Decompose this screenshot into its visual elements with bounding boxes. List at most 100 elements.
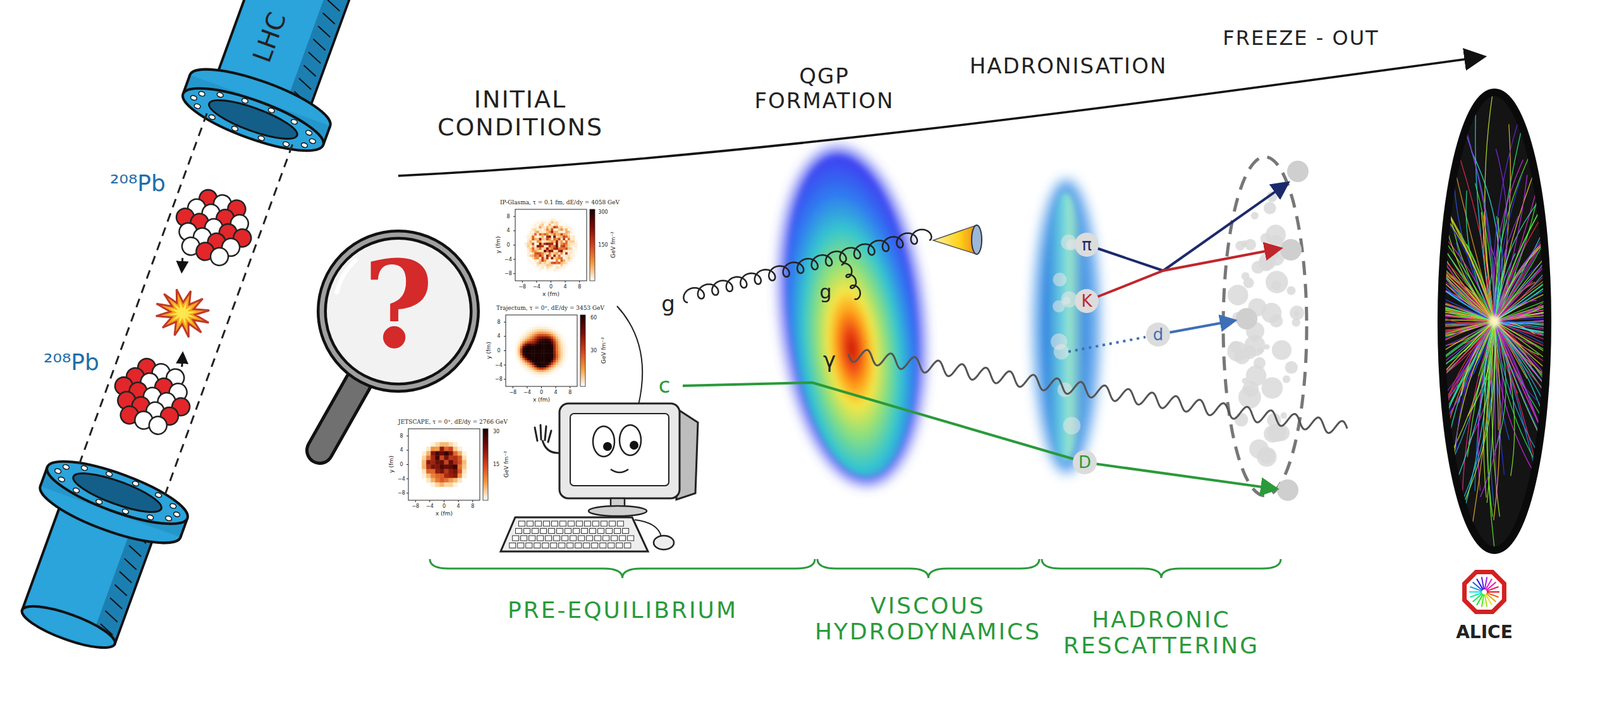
heatmap-cell [543, 223, 547, 227]
heatmap-cell [539, 249, 542, 253]
heatmap-cell [534, 225, 537, 229]
heatmap-cell [539, 252, 542, 255]
tick-mark [536, 280, 537, 283]
heatmap-cell [541, 254, 544, 258]
heatmap-cell [543, 350, 547, 354]
heatmap-cell [560, 245, 564, 248]
heatmap-cell [444, 469, 449, 474]
heatmap-cell [529, 240, 533, 243]
heatmap-cell [531, 240, 535, 243]
heatmap-cell [524, 331, 528, 334]
heatmap-cell [527, 336, 530, 339]
heatmap-cell [555, 254, 559, 258]
axis-label: x (fm) [435, 510, 453, 517]
heatmap-cell [553, 218, 556, 222]
stage-title: INITIAL CONDITIONS [415, 85, 625, 141]
heatmap-cell [426, 459, 431, 465]
heatmap-cell [439, 473, 444, 478]
heatmap-cell [555, 352, 559, 356]
heatmap-cell [560, 252, 564, 255]
heatmap-cell [534, 350, 537, 354]
heatmap-cell [534, 355, 537, 358]
heatmap-cell [565, 357, 568, 361]
heatmap-cell [527, 348, 530, 351]
pipe-opening [205, 92, 301, 147]
heatmap-cell [560, 228, 564, 231]
phase-label: PRE-EQUILIBRIUM [507, 596, 738, 623]
question-mark: ? [362, 244, 434, 365]
heatmap-cell [534, 357, 537, 361]
heatmap-cell [562, 264, 566, 267]
heatmap-cell [562, 259, 566, 262]
heatmap-cell [529, 343, 533, 346]
heatmap-cell [548, 225, 552, 229]
heatmap-cell [553, 364, 556, 368]
heatmap-cell [536, 367, 540, 370]
particle-label: c [658, 372, 671, 398]
particle-symbol: K [1080, 292, 1092, 310]
heatmap-cell [539, 343, 542, 346]
heatmap-cell [457, 446, 463, 451]
heatmap-cell [553, 245, 556, 248]
heatmap-cell [541, 237, 544, 241]
heatmap-cell [543, 329, 547, 332]
heatmap-cell [562, 228, 566, 231]
heatmap-cell [548, 261, 552, 265]
heatmap-cell [529, 369, 533, 373]
heatmap-cell [551, 235, 554, 238]
heatmap-cell [529, 360, 533, 363]
heatmap-cell [541, 235, 544, 238]
heatmap-cell [534, 369, 537, 373]
heatmap-cell [565, 242, 568, 246]
heatmap-cell [560, 259, 564, 262]
heatmap-cell [541, 371, 545, 375]
heatmap-cell [574, 252, 578, 255]
heatmap-cell [541, 225, 544, 229]
heatmap-cell [541, 261, 544, 265]
detector-track [1295, 321, 1495, 465]
heatmap-cell [551, 225, 554, 229]
computer-mouse [653, 535, 674, 550]
heatmap-cell [555, 240, 559, 243]
heatmap-cell [539, 264, 542, 267]
heatmap-cell [558, 252, 561, 255]
heatmap-cell [546, 374, 549, 377]
axis-tick: 0 [506, 242, 510, 248]
heatmap-cell [565, 245, 568, 248]
heatmap-cell [536, 338, 540, 342]
tick-mark [406, 449, 409, 451]
heatmap-cell [531, 245, 535, 248]
heatmap-cell [520, 343, 523, 346]
heatmap-cell [529, 333, 533, 337]
kaon-track [1086, 248, 1280, 301]
heatmap-cell [555, 264, 559, 267]
heatmap-cell [543, 369, 547, 373]
heatmap-cell [548, 256, 552, 260]
hadron-gas-particle [1251, 211, 1259, 220]
hadron-gas-particle [1235, 240, 1245, 251]
heatmap-cell [439, 482, 444, 487]
heatmap-cell [439, 441, 444, 447]
heatmap-cell [541, 345, 545, 349]
heatmap-cell [541, 333, 545, 337]
cartoon-arm [542, 439, 561, 453]
heatmap-cell [434, 482, 440, 487]
final-hadron [1287, 160, 1309, 183]
keyboard-key [614, 528, 621, 534]
heatmap-cell [553, 235, 556, 238]
plot-area [505, 314, 578, 387]
heatmap-cell [551, 338, 554, 342]
detector-track [1330, 170, 1495, 322]
flange-bolt [190, 94, 198, 102]
heatmap-cell [555, 228, 559, 231]
heatmap-cell [539, 374, 542, 377]
colorbar-label: GeV fm⁻² [610, 232, 617, 259]
keyboard-key [599, 543, 607, 549]
particle-symbol: d [1153, 326, 1164, 343]
heatmap-cell [541, 326, 545, 330]
heatmap-cell [534, 223, 537, 227]
detector-track [1316, 281, 1495, 322]
heatmap-cell [524, 364, 528, 368]
heatmap-cell [570, 233, 573, 236]
heatmap-cell [546, 221, 549, 224]
